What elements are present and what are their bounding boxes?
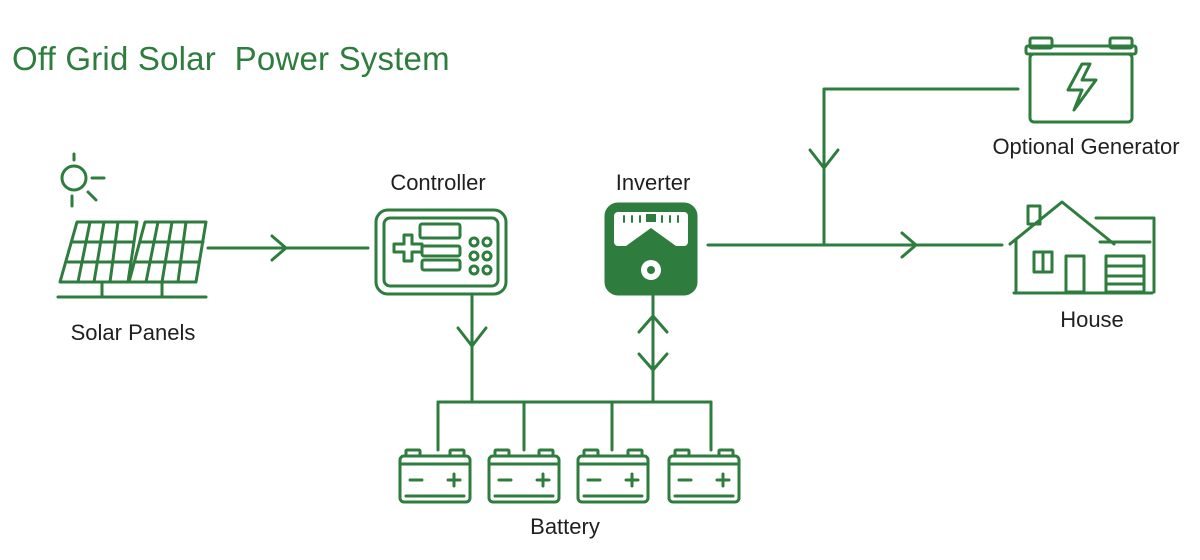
battery-icon xyxy=(667,448,741,504)
label-battery: Battery xyxy=(530,514,600,539)
solar-panel-icon xyxy=(56,152,208,299)
lightning-icon xyxy=(1066,62,1098,112)
arrow-down-icon xyxy=(637,352,669,372)
arrow-up-icon xyxy=(637,314,669,334)
arrow-right-icon xyxy=(900,231,918,259)
connection-lines xyxy=(206,87,1020,452)
label-inverter: Inverter xyxy=(615,170,691,195)
label-controller: Controller xyxy=(390,170,486,195)
battery-bank xyxy=(398,448,741,504)
generator-icon xyxy=(1024,36,1138,124)
battery-icon xyxy=(576,448,650,504)
inverter-gauge-icon xyxy=(604,202,698,296)
label-optional-generator: Optional Generator xyxy=(992,134,1180,159)
charge-controller-icon xyxy=(374,208,508,296)
battery-icon xyxy=(487,448,561,504)
battery-icon xyxy=(398,448,472,504)
arrow-down-icon xyxy=(808,148,840,170)
line-generator-to-junction xyxy=(822,87,1020,247)
arrow-down-icon xyxy=(456,326,488,348)
arrowheads xyxy=(270,148,918,372)
diagram-title: Off Grid Solar Power System xyxy=(12,40,450,77)
house-icon xyxy=(1008,200,1156,295)
sun-icon xyxy=(60,164,88,192)
arrow-right-icon xyxy=(270,234,288,262)
label-solar-panels: Solar Panels xyxy=(70,320,196,345)
label-house: House xyxy=(1060,307,1124,332)
